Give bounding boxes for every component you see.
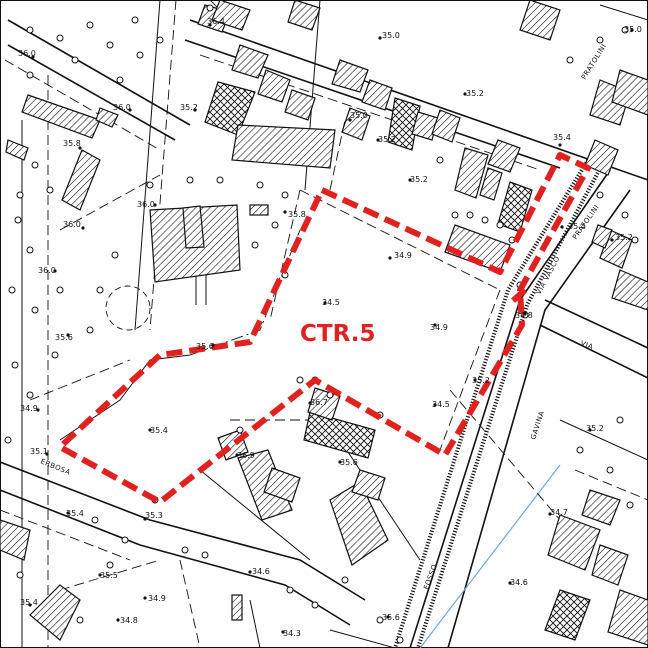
- elevation-label: 35.8: [288, 210, 306, 219]
- elevation-label: 36.9: [237, 451, 255, 460]
- elevation-label: 35.4: [20, 598, 38, 607]
- elevation-label: 34.9: [430, 323, 448, 332]
- street-fosso: FOSSO: [422, 563, 439, 591]
- elevation-label: 35.2: [472, 376, 490, 385]
- elevation-label: 36.0: [38, 266, 56, 275]
- elevation-label: 36.4: [207, 17, 225, 26]
- elevation-label: 35.1: [30, 447, 48, 456]
- street-erbosa: ERBOSA: [39, 457, 72, 476]
- elevation-label: 34.8: [120, 616, 138, 625]
- elevation-label: 36.0: [18, 49, 36, 58]
- elevation-label: 35.4: [66, 509, 84, 518]
- elevation-label: 35.2: [466, 89, 484, 98]
- elevation-label: 35.2: [378, 135, 396, 144]
- elevation-label: 34.5: [432, 400, 450, 409]
- elevation-label: 34.3: [283, 629, 301, 638]
- elevation-label: 36.0: [137, 200, 155, 209]
- elevation-label: 35.6: [382, 613, 400, 622]
- elevation-label: 35.0: [382, 31, 400, 40]
- ctr5-boundary: [57, 152, 591, 505]
- elevation-label: 35.2: [180, 103, 198, 112]
- elevation-label: 34.5: [322, 298, 340, 307]
- elevation-points: 36.0 36.0 35.8 36.0 35.6 36.0 35.2 34.9 …: [18, 17, 642, 638]
- elevation-label: 35.5: [100, 571, 118, 580]
- elevation-label: 35.3: [145, 511, 163, 520]
- ctr5-label: CTR.5: [300, 321, 375, 347]
- elevation-label: 35.2: [410, 175, 428, 184]
- elevation-label: 34.6: [510, 578, 528, 587]
- elevation-label: 35.6: [55, 333, 73, 342]
- elevation-label: 34.8: [515, 311, 533, 320]
- elevation-label: 35.0: [350, 111, 368, 120]
- elevation-label: 35.4: [568, 222, 586, 231]
- elevation-label: 34.9: [148, 594, 166, 603]
- street-via-right: VIA: [579, 339, 594, 351]
- elevation-label: 35.6: [196, 342, 214, 351]
- elevation-label: 34.9: [394, 251, 412, 260]
- elevation-label: 36.7: [310, 398, 328, 407]
- tree-symbols: [4, 4, 639, 644]
- elevation-label: 35.4: [150, 426, 168, 435]
- street-gavina: GAVINA: [529, 410, 546, 441]
- elevation-label: 35.0: [624, 25, 642, 34]
- elevation-label: 36.0: [63, 220, 81, 229]
- elevation-label: 36.0: [113, 103, 131, 112]
- elevation-label: 34.7: [550, 508, 568, 517]
- elevation-label: 34.9: [20, 404, 38, 413]
- elevation-label: 35.4: [553, 133, 571, 142]
- elevation-label: 35.8: [63, 139, 81, 148]
- street-pratolini-top: PRATOLINI: [580, 42, 608, 81]
- ctr5-boundary-spur: [506, 287, 527, 308]
- elevation-label: 35.2: [586, 424, 604, 433]
- elevation-label: 35.6: [340, 458, 358, 467]
- elevation-label: 35.2: [615, 233, 633, 242]
- elevation-label: 34.6: [252, 567, 270, 576]
